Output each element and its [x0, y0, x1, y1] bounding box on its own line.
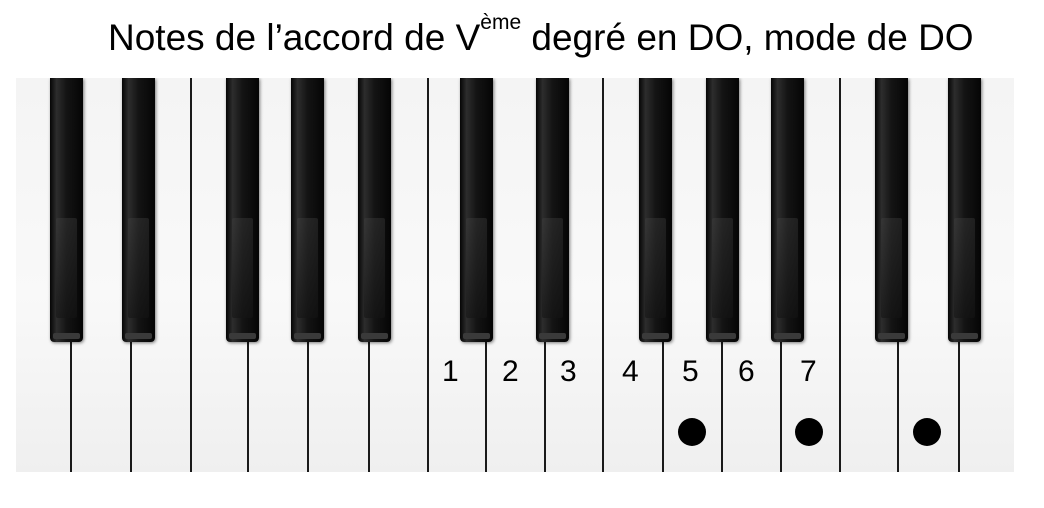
black-key[interactable] — [50, 78, 83, 342]
chord-tone-marker-icon — [795, 418, 823, 446]
white-key-separator — [427, 78, 429, 472]
black-key[interactable] — [358, 78, 391, 342]
title-prefix: Notes de l’accord de V — [108, 17, 481, 58]
scale-degree-4: 4 — [622, 355, 639, 388]
diagram-title: Notes de l’accord de Vème degré en DO, m… — [108, 11, 974, 62]
white-key-separator — [602, 78, 604, 472]
title-suffix: degré en DO, mode de DO — [521, 17, 974, 58]
black-key[interactable] — [226, 78, 259, 342]
black-key[interactable] — [875, 78, 908, 342]
black-key[interactable] — [460, 78, 493, 342]
white-key-separator — [839, 78, 841, 472]
black-key[interactable] — [122, 78, 155, 342]
black-key[interactable] — [948, 78, 981, 342]
scale-degree-1: 1 — [442, 355, 459, 388]
scale-degree-5: 5 — [682, 355, 699, 388]
scale-degree-2: 2 — [502, 355, 519, 388]
scale-degree-3: 3 — [560, 355, 577, 388]
chord-tone-marker-icon — [913, 418, 941, 446]
black-key[interactable] — [639, 78, 672, 342]
title-superscript: ème — [480, 11, 522, 34]
black-key[interactable] — [536, 78, 569, 342]
chord-tone-marker-icon — [678, 418, 706, 446]
scale-degree-7: 7 — [800, 355, 817, 388]
black-key[interactable] — [291, 78, 324, 342]
black-key[interactable] — [771, 78, 804, 342]
piano-keyboard — [16, 78, 1014, 472]
scale-degree-6: 6 — [738, 355, 755, 388]
white-key-separator — [190, 78, 192, 472]
black-key[interactable] — [706, 78, 739, 342]
